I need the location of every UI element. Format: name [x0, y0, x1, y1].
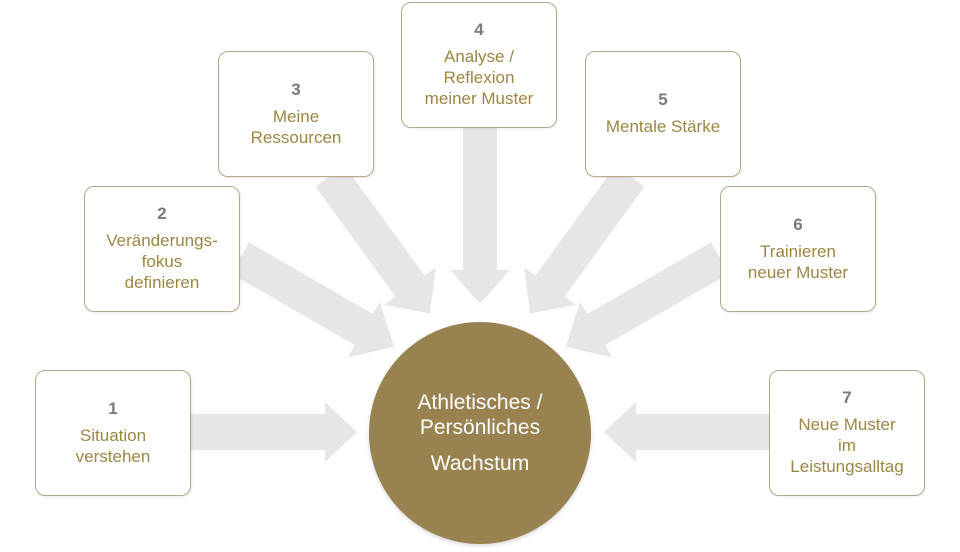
step-label: Situation verstehen	[75, 425, 151, 466]
arrow-step-7	[604, 402, 770, 462]
step-number: 2	[157, 204, 167, 223]
step-box-5: 5 Mentale Stärke	[585, 51, 741, 177]
step-number: 1	[108, 398, 118, 418]
step-box-7: 7 Neue Muster im Leistungsalltag	[769, 370, 925, 496]
step-number: 5	[658, 90, 668, 109]
center-circle: Athletisches / Persönliches Wachstum	[369, 322, 591, 544]
step-box-2: 2 Veränderungs- fokus definieren	[84, 186, 240, 312]
step-box-4: 4 Analyse / Reflexion meiner Muster	[401, 2, 557, 128]
arrow-step-5	[524, 165, 645, 314]
step-label: Mentale Stärke	[605, 117, 721, 136]
step-label: Meine Ressourcen	[250, 106, 342, 147]
step-label: Neue Muster im Leistungsalltag	[790, 415, 904, 476]
step-box-6: 6 Trainieren neuer Muster	[720, 186, 876, 312]
step-number: 4	[474, 20, 484, 39]
arrow-step-6	[565, 242, 729, 358]
arrow-step-4	[450, 128, 510, 304]
step-number: 3	[291, 79, 301, 99]
step-label: Analyse / Reflexion meiner Muster	[424, 47, 534, 108]
step-box-3: 3 Meine Ressourcen	[218, 51, 374, 177]
step-number: 6	[793, 214, 803, 234]
step-number: 7	[842, 388, 852, 407]
step-label: Veränderungs- fokus definieren	[106, 231, 218, 292]
arrow-step-2	[231, 242, 395, 358]
arrow-step-3	[315, 165, 436, 314]
center-subtitle: Wachstum	[430, 452, 530, 475]
step-label: Trainieren neuer Muster	[747, 241, 849, 282]
center-title: Athletisches / Persönliches	[417, 391, 543, 439]
arrow-step-1	[190, 402, 357, 462]
step-box-1: 1 Situation verstehen	[35, 370, 191, 496]
